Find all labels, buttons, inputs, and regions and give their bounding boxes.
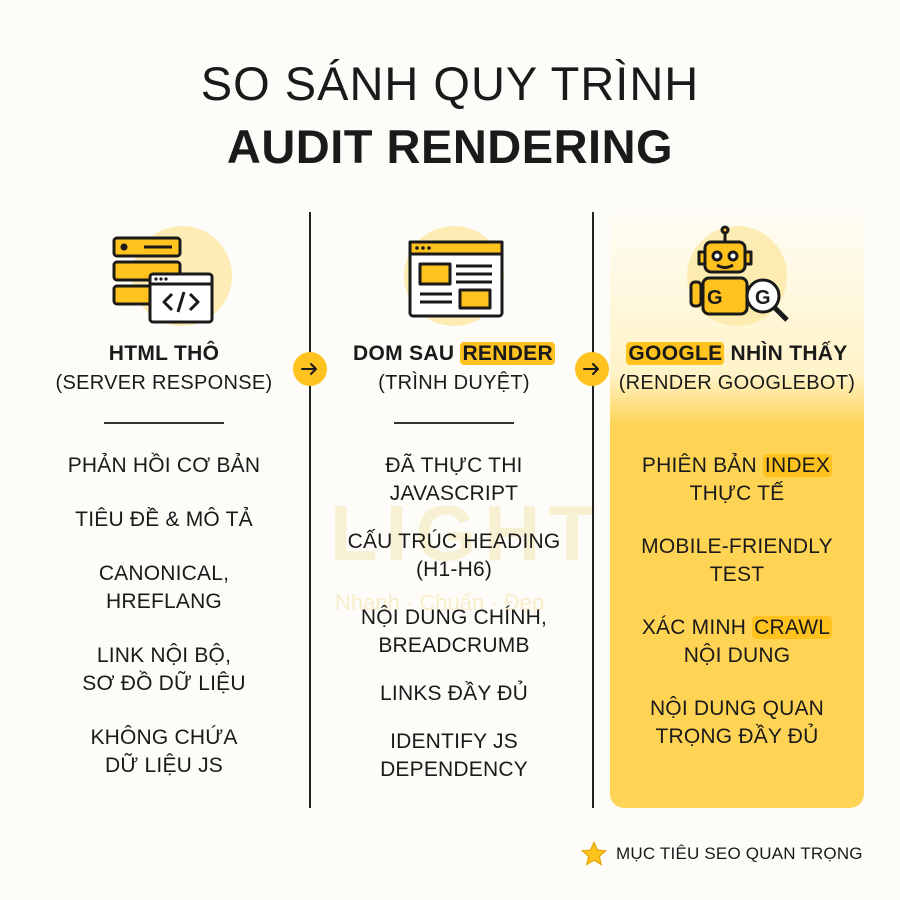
heading-rule — [104, 422, 224, 424]
list-item: NỘI DUNG CHÍNH, BREADCRUMB — [360, 606, 548, 657]
brand-watermark-tagline: Nhanh · Chuẩn · Đẹp — [335, 590, 545, 615]
heading-rule — [394, 422, 514, 424]
list-item: ĐÃ THỰC THI JAVASCRIPT — [385, 454, 523, 505]
column-heading: GOOGLE NHÌN THẤY — [626, 342, 848, 365]
heading-highlight: GOOGLE — [626, 342, 725, 365]
column-subheading: (SERVER RESPONSE) — [55, 372, 273, 394]
list-item: KHÔNG CHỨA DỮ LIỆU JS — [90, 726, 238, 777]
list-item: XÁC MINH CRAWL NỘI DUNG — [641, 616, 833, 667]
legend: MỤC TIÊU SEO QUAN TRỌNG — [580, 840, 863, 868]
column-divider — [592, 212, 594, 808]
svg-text:G: G — [755, 287, 771, 309]
googlebot-robot-icon: G G — [689, 225, 789, 322]
list-item: PHẢN HỒI CƠ BẢN — [67, 454, 261, 477]
arrow-right-icon — [575, 352, 609, 386]
server-code-icon — [112, 236, 214, 324]
arrow-right-icon — [293, 352, 327, 386]
title-line-1: SO SÁNH QUY TRÌNH — [200, 57, 700, 110]
column-items: PHẢN HỒI CƠ BẢN TIÊU ĐỀ & MÔ TẢ CANONICA… — [20, 452, 308, 806]
column-heading: HTML THÔ — [108, 342, 220, 365]
column-heading: DOM SAU RENDER — [353, 342, 555, 365]
heading-highlight: RENDER — [460, 342, 555, 365]
star-icon — [580, 840, 608, 866]
list-item: CẤU TRÚC HEADING (H1-H6) — [347, 530, 561, 581]
brand-watermark: LIGHT — [330, 489, 604, 577]
column-items: PHIÊN BẢN INDEX THỰC TẾ MOBILE-FRIENDLY … — [610, 452, 864, 776]
browser-window-icon — [408, 240, 504, 318]
svg-text:G: G — [707, 287, 723, 309]
list-item: PHIÊN BẢN INDEX THỰC TẾ — [641, 454, 833, 505]
column-subheading: (TRÌNH DUYỆT) — [378, 372, 530, 394]
list-item: MOBILE-FRIENDLY TEST — [641, 535, 833, 586]
list-item: LINKS ĐẦY ĐỦ — [380, 682, 528, 705]
page-title: SO SÁNH QUY TRÌNH AUDIT RENDERING — [0, 60, 900, 170]
column-subheading: (RENDER GOOGLEBOT) — [618, 372, 856, 394]
legend-label: MỤC TIÊU SEO QUAN TRỌNG — [616, 844, 863, 863]
column-divider — [309, 212, 311, 808]
list-item: IDENTIFY JS DEPENDENCY — [380, 730, 528, 781]
list-item: TIÊU ĐỀ & MÔ TẢ — [75, 508, 253, 531]
title-line-2: AUDIT RENDERING — [226, 120, 674, 173]
column-items: ĐÃ THỰC THI JAVASCRIPT CẤU TRÚC HEADING … — [312, 452, 596, 804]
list-item: NỘI DUNG QUAN TRỌNG ĐẦY ĐỦ — [649, 697, 825, 748]
list-item: CANONICAL, HREFLANG — [98, 562, 230, 613]
list-item: LINK NỘI BỘ, SƠ ĐỒ DỮ LIỆU — [82, 644, 246, 695]
